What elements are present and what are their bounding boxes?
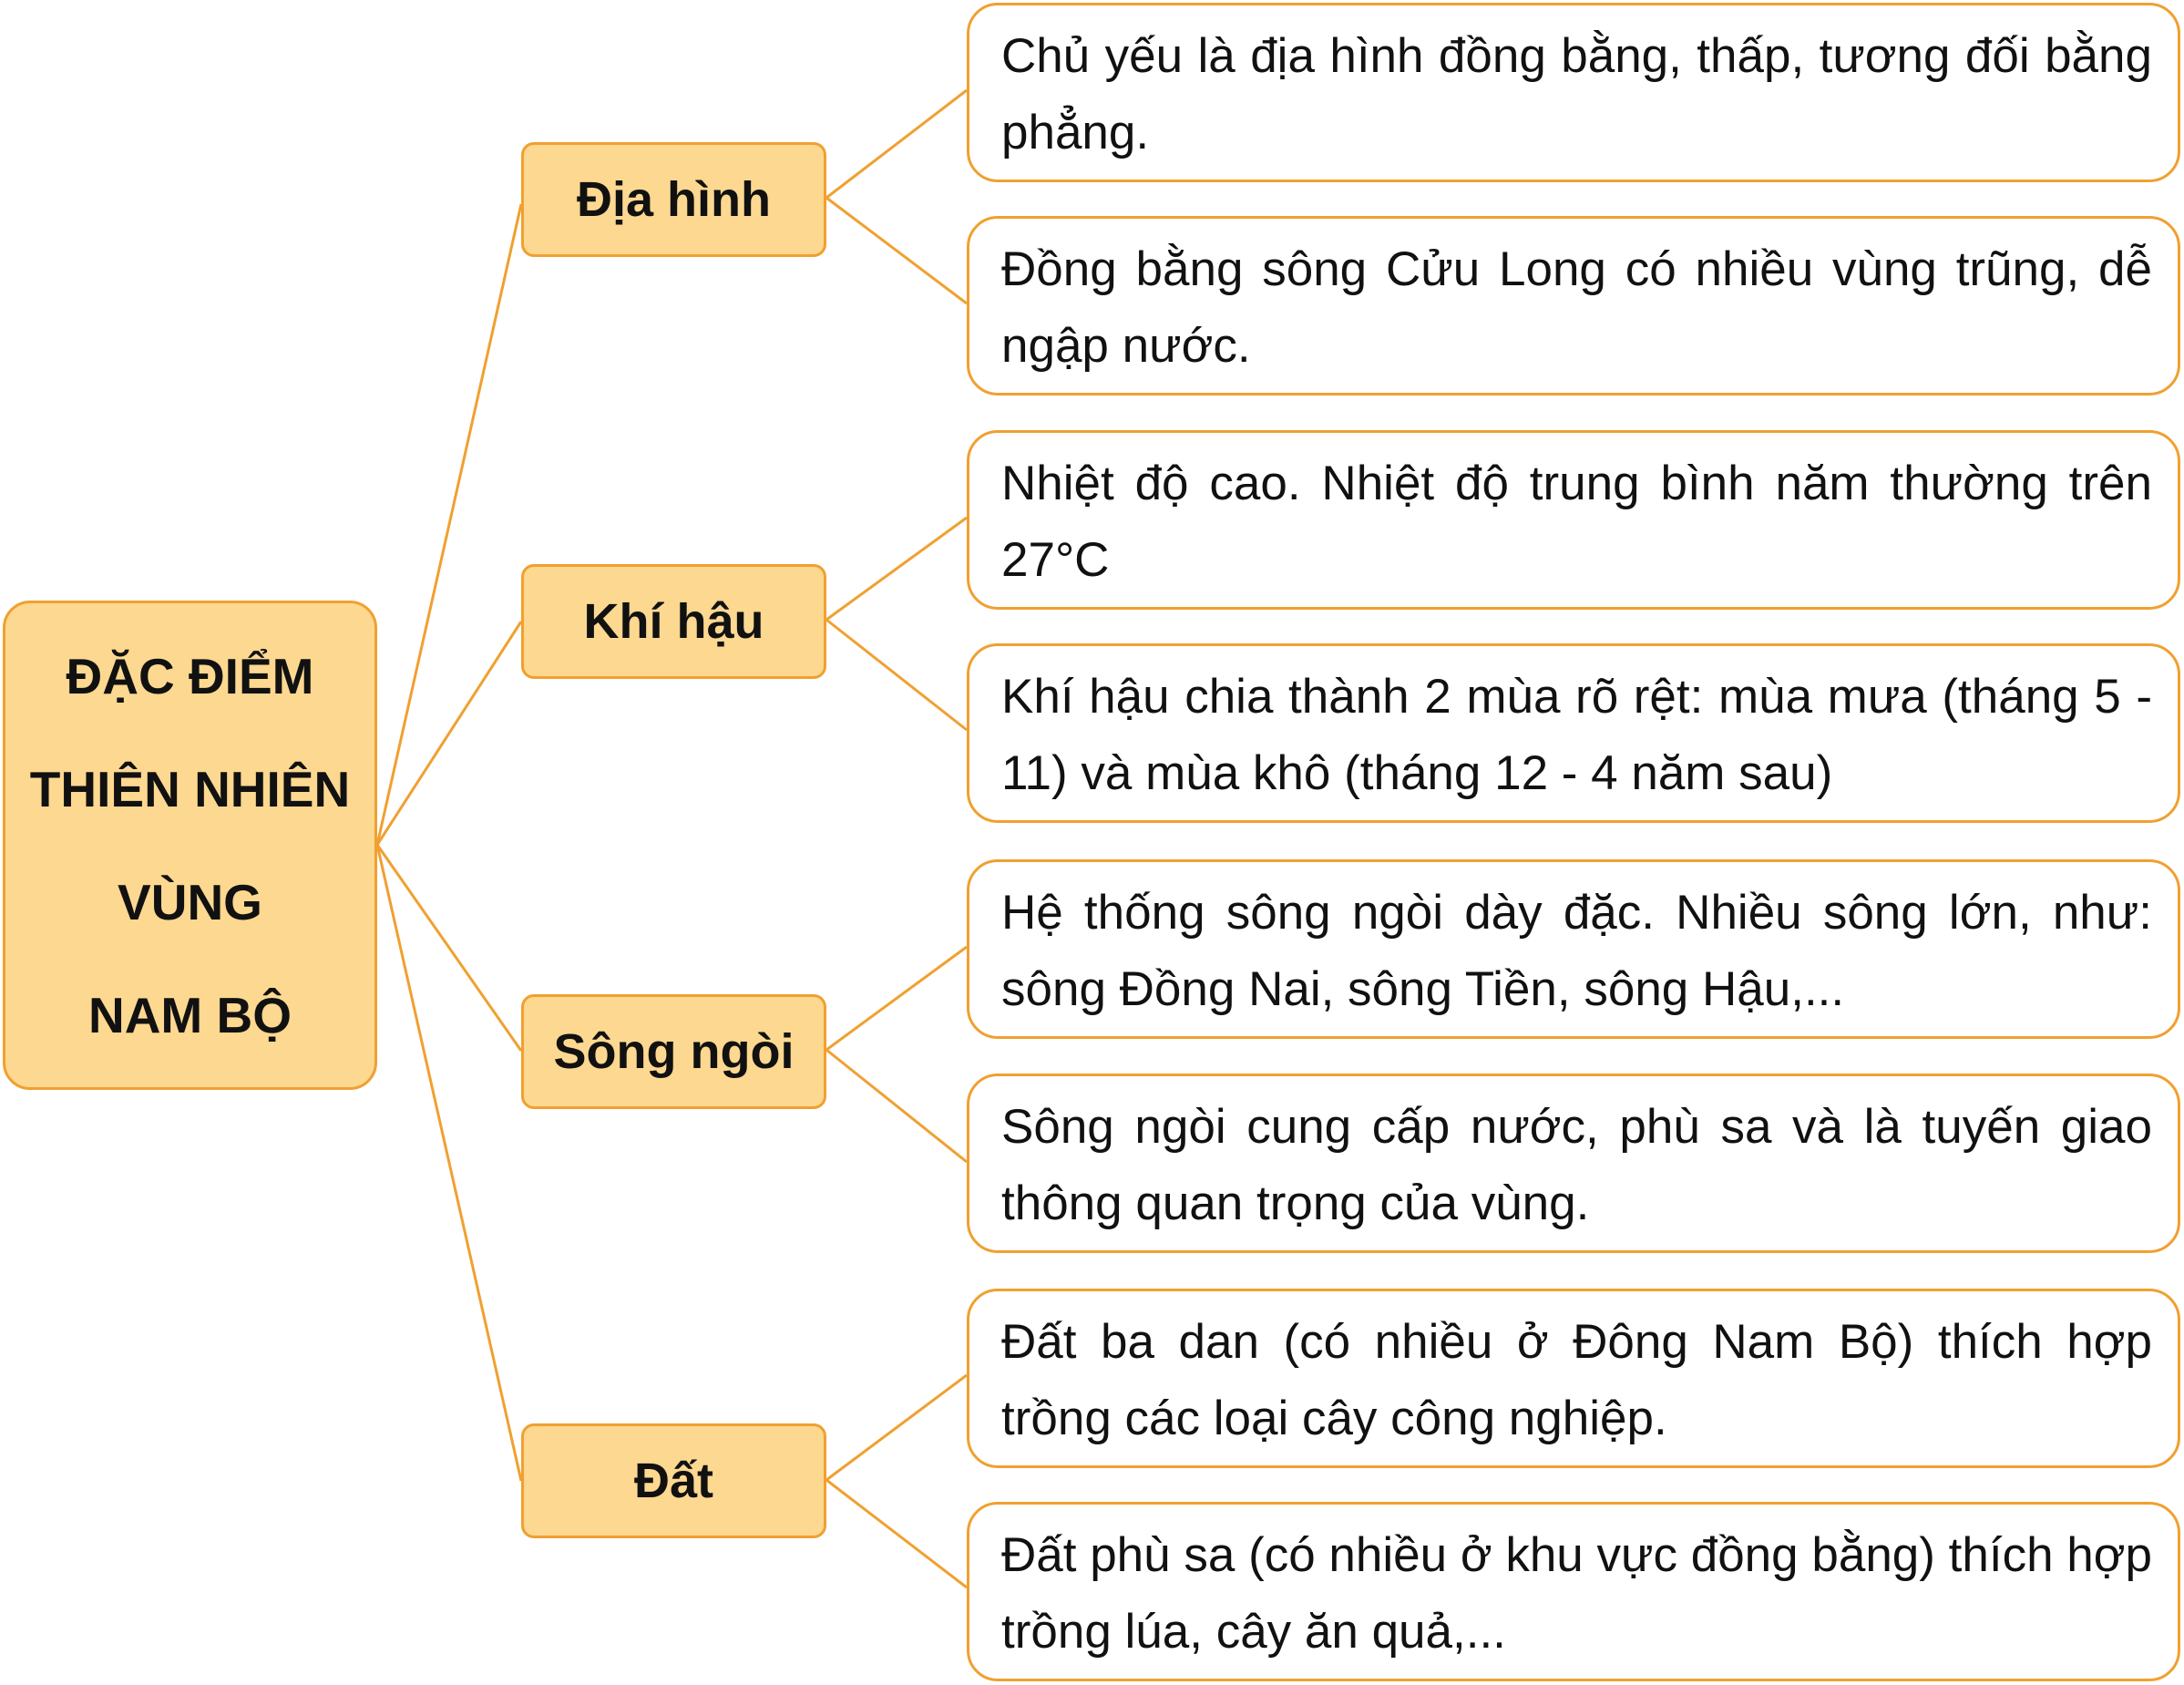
root-title-line: VÙNG bbox=[118, 873, 262, 930]
detail-dia-hinh-2: Đồng bằng sông Cửu Long có nhiều vùng tr… bbox=[967, 216, 2180, 396]
connector-song-ngoi-detail-2 bbox=[825, 1048, 968, 1164]
category-khi-hau: Khí hậu bbox=[521, 564, 826, 679]
root-node: ĐẶC ĐIỂM THIÊN NHIÊN VÙNG NAM BỘ bbox=[3, 601, 377, 1090]
connector-dia-hinh-detail-1 bbox=[825, 88, 968, 200]
detail-dat-1: Đất ba dan (có nhiều ở Đông Nam Bộ) thíc… bbox=[967, 1289, 2180, 1468]
connector-khi-hau-detail-2 bbox=[825, 618, 968, 732]
detail-dat-2: Đất phù sa (có nhiều ở khu vực đồng bằng… bbox=[967, 1502, 2180, 1681]
root-title-line: ĐẶC ĐIỂM bbox=[66, 647, 314, 704]
connector-khi-hau-detail-1 bbox=[825, 516, 968, 622]
connector-root-song-ngoi bbox=[375, 844, 523, 1052]
connector-dat-detail-1 bbox=[825, 1373, 968, 1482]
connector-root-dia-hinh bbox=[375, 203, 523, 846]
connector-dia-hinh-detail-2 bbox=[825, 196, 968, 305]
category-dat: Đất bbox=[521, 1423, 826, 1538]
detail-song-ngoi-1: Hệ thống sông ngòi dày đặc. Nhiều sông l… bbox=[967, 859, 2180, 1039]
root-title-line: NAM BỘ bbox=[87, 986, 292, 1043]
category-dia-hinh: Địa hình bbox=[521, 142, 826, 257]
connector-dat-detail-2 bbox=[825, 1478, 968, 1589]
detail-khi-hau-2: Khí hậu chia thành 2 mùa rõ rệt: mùa mưa… bbox=[967, 643, 2180, 823]
detail-khi-hau-1: Nhiệt độ cao. Nhiệt độ trung bình năm th… bbox=[967, 430, 2180, 610]
connector-root-dat bbox=[375, 844, 523, 1482]
connector-root-khi-hau bbox=[375, 621, 523, 846]
detail-song-ngoi-2: Sông ngòi cung cấp nước, phù sa và là tu… bbox=[967, 1074, 2180, 1253]
connector-song-ngoi-detail-1 bbox=[825, 945, 968, 1052]
category-song-ngoi: Sông ngòi bbox=[521, 994, 826, 1109]
root-title-line: THIÊN NHIÊN bbox=[29, 760, 351, 817]
detail-dia-hinh-1: Chủ yếu là địa hình đồng bằng, thấp, tươ… bbox=[967, 3, 2180, 182]
